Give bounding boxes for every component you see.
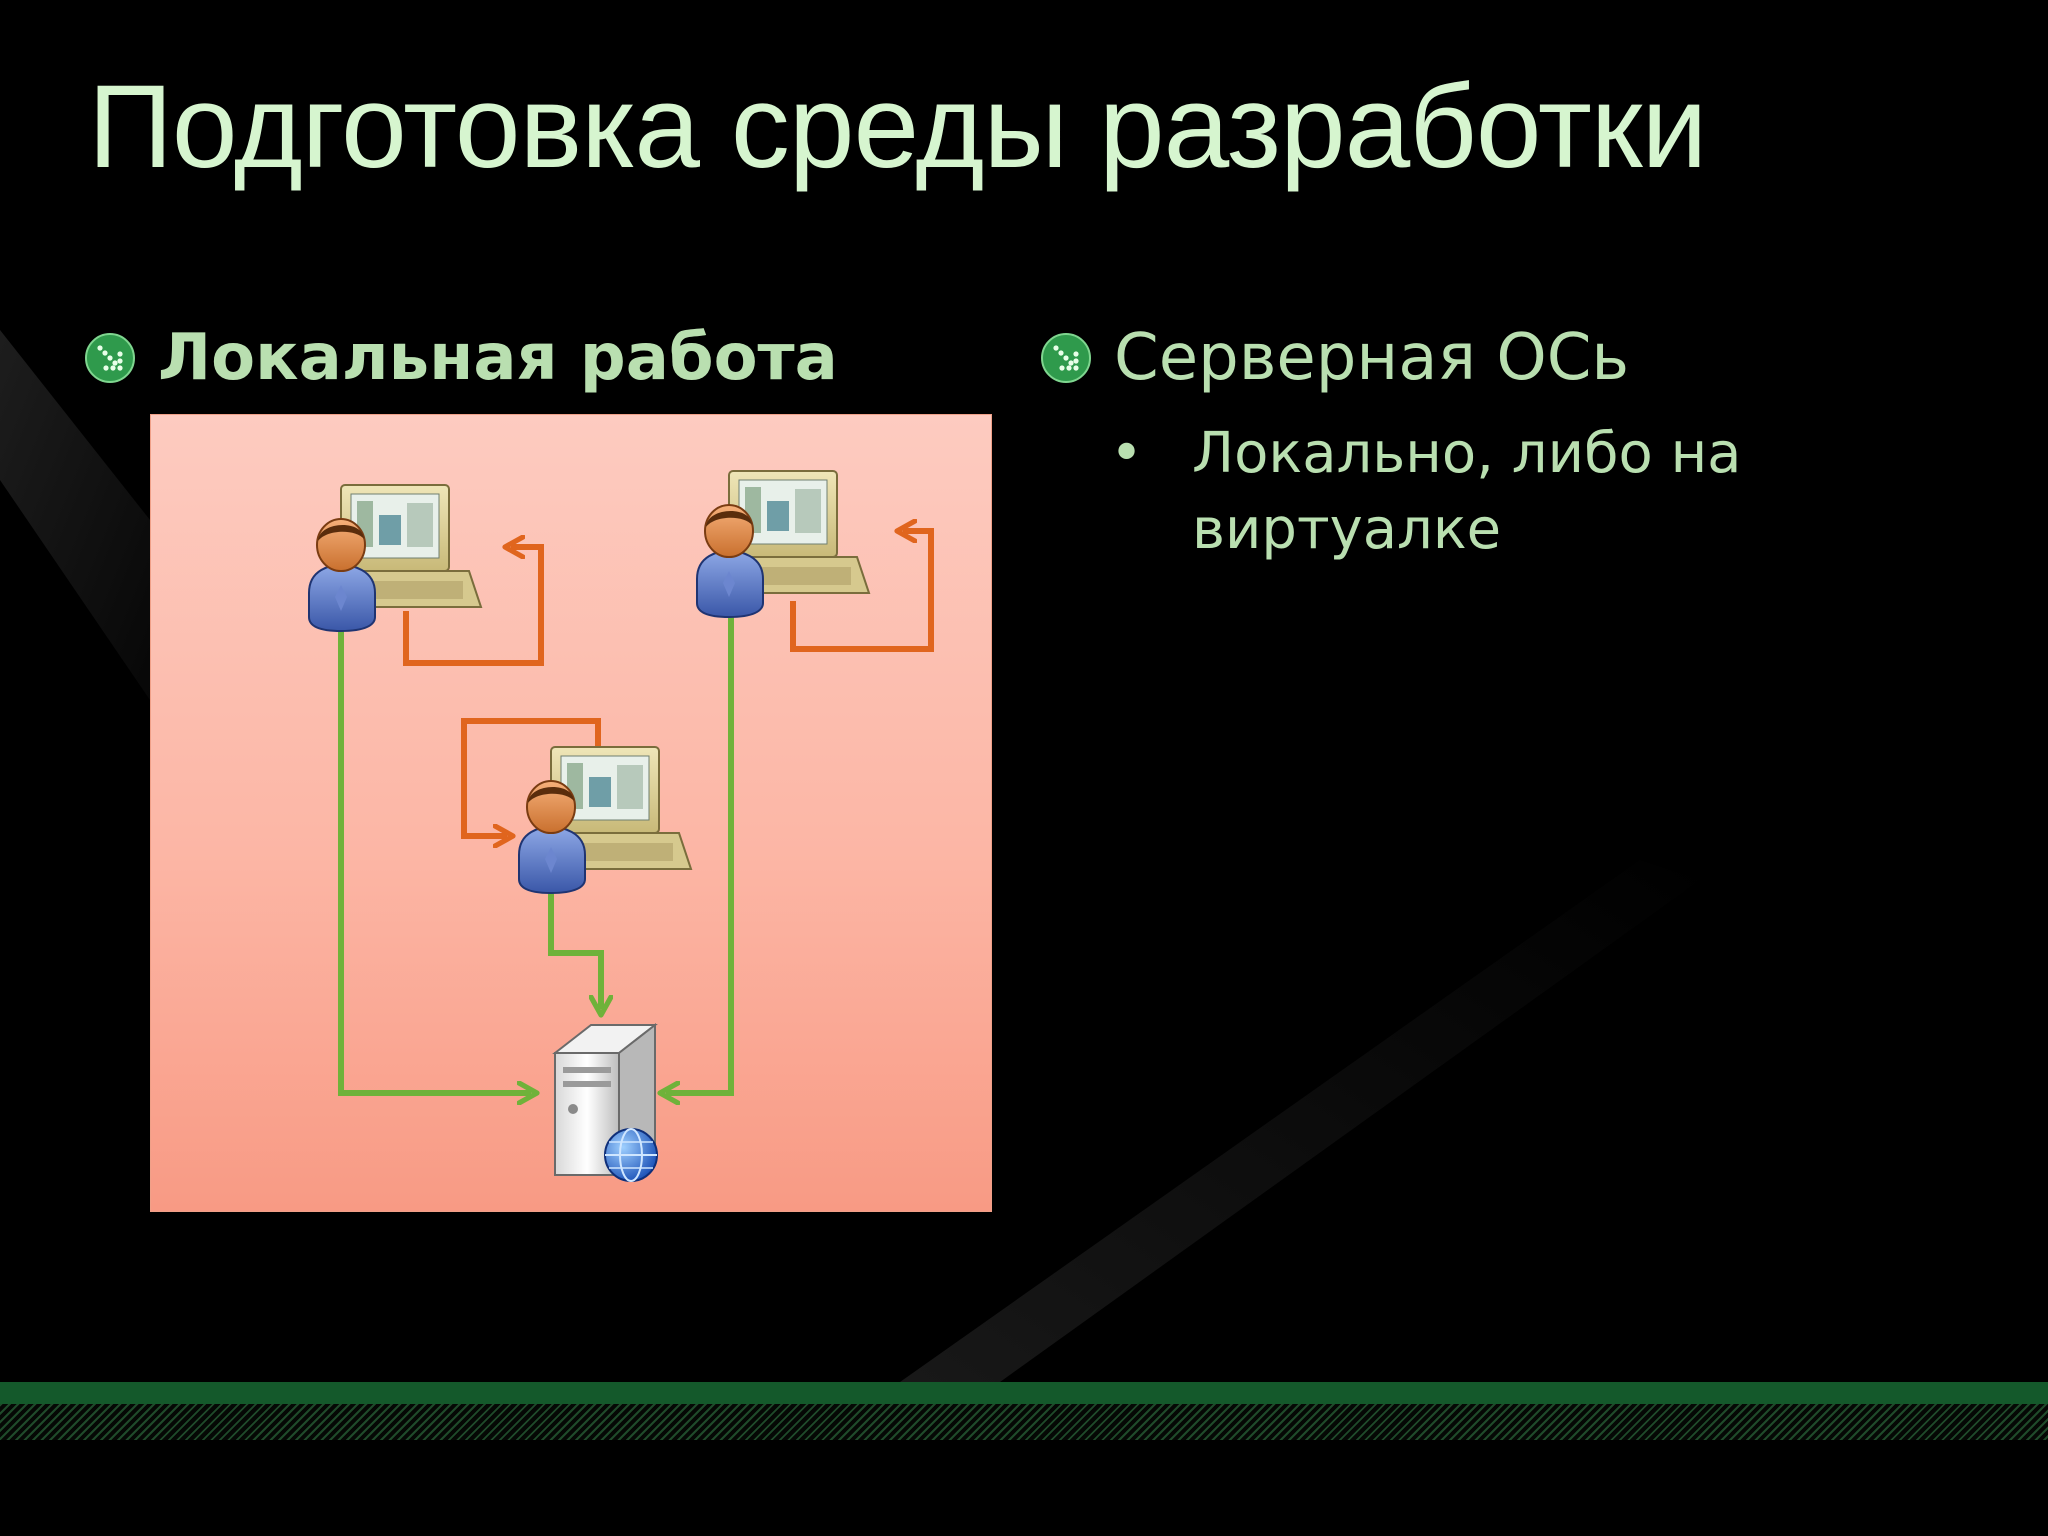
- slide-title: Подготовка среды разработки: [88, 61, 1707, 193]
- web-server-icon: [552, 1022, 658, 1182]
- deploy-arrow-2: [666, 611, 734, 1093]
- developer-workstation-icon: [696, 470, 871, 619]
- local-loop-arrow-2: [790, 531, 934, 652]
- deploy-arrow-3: [548, 889, 601, 1009]
- sub-bullet-marker: •: [1110, 421, 1144, 486]
- bullet-local-work: Локальная работа: [84, 318, 838, 398]
- bullet-label: Серверная ОСь: [1114, 321, 1630, 395]
- bullet-label: Локальная работа: [158, 321, 838, 395]
- local-loop-arrow-1: [403, 547, 544, 666]
- diagram-canvas: [308, 470, 934, 1182]
- sub-bullet-item: • Локально, либо на виртуалке: [1110, 416, 1810, 568]
- developer-workstation-icon: [308, 484, 483, 633]
- local-loop-arrow-3: [461, 718, 601, 836]
- deploy-arrow-1: [338, 625, 531, 1093]
- footer-hatch: [0, 1404, 2048, 1440]
- green-arrow-bullet-icon: [1041, 333, 1091, 383]
- bullet-server-os: Серверная ОСь: [1040, 318, 1629, 398]
- local-work-diagram: [150, 414, 992, 1212]
- sub-bullet-text: Локально, либо на виртуалке: [1192, 421, 1742, 562]
- footer-band: [0, 1382, 2048, 1404]
- developer-workstation-icon: [518, 746, 693, 895]
- green-arrow-bullet-icon: [85, 333, 135, 383]
